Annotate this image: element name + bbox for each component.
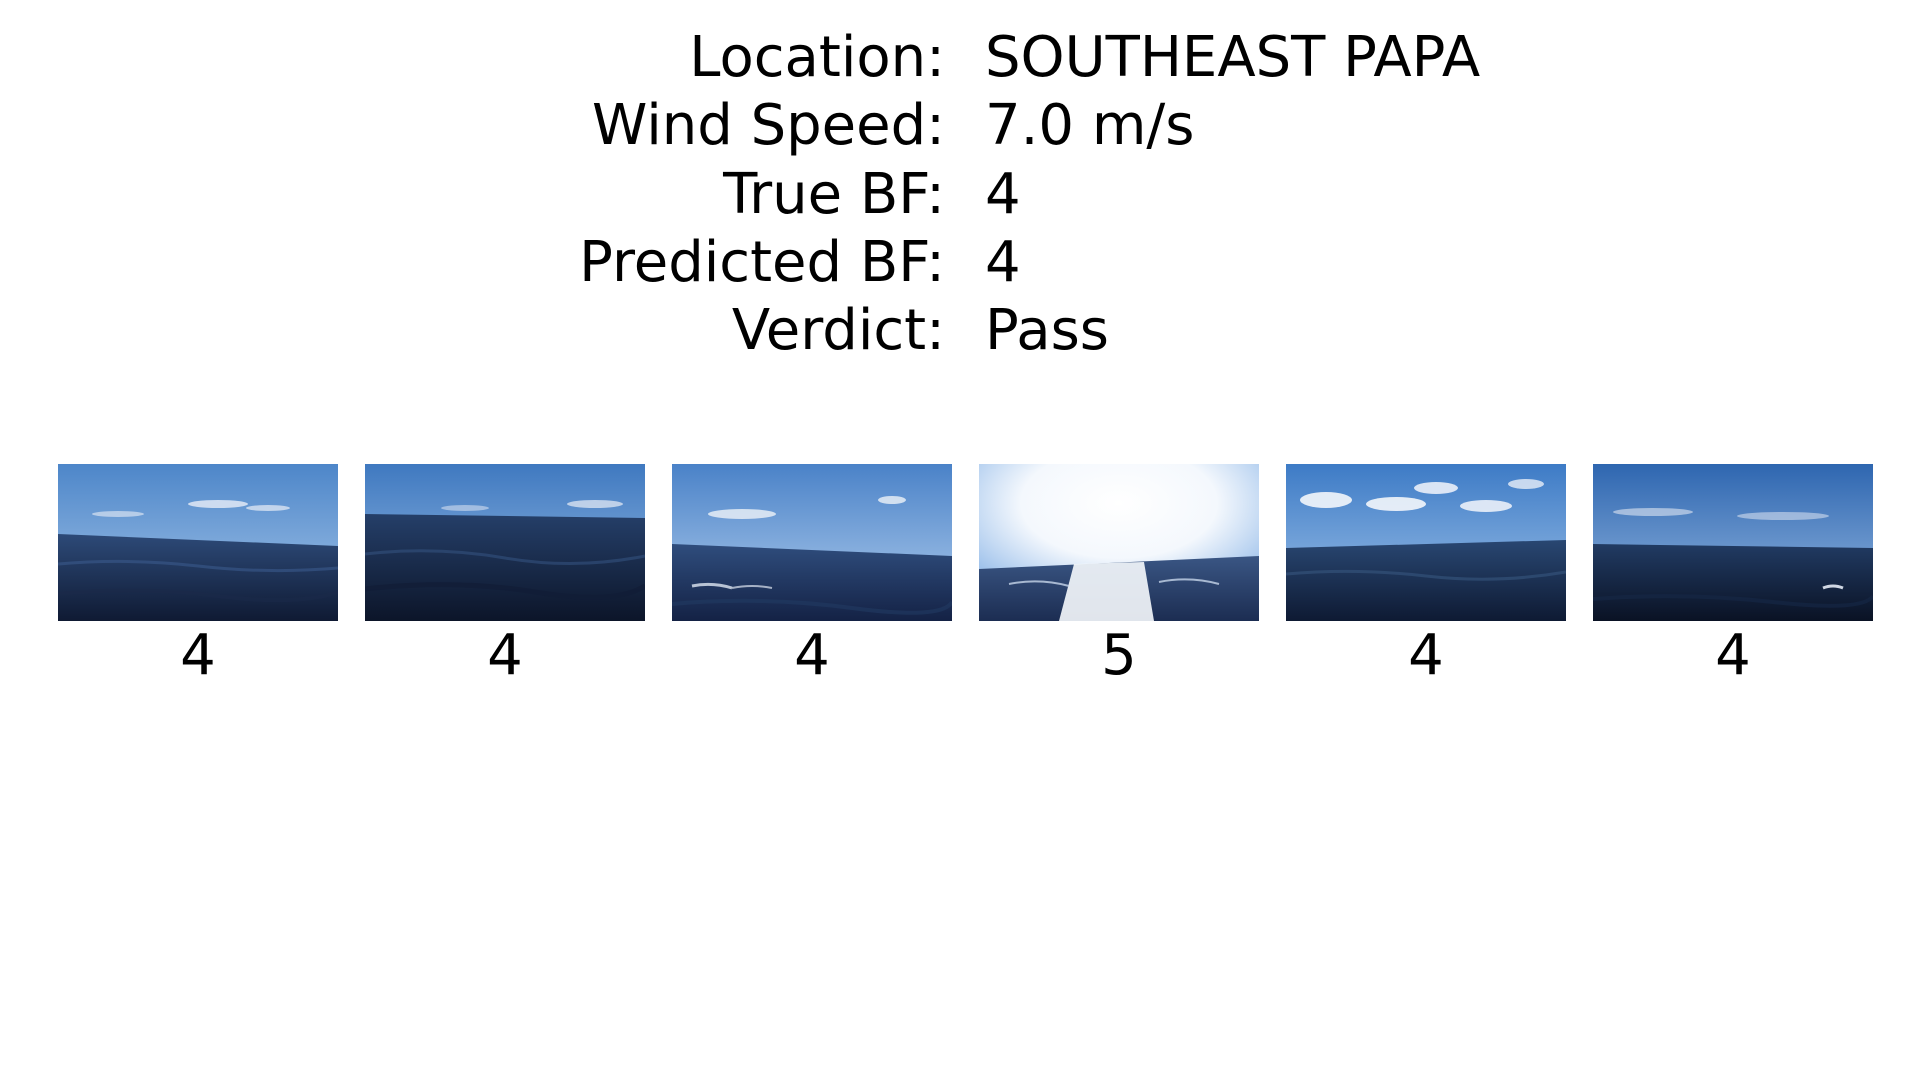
true-bf-row: True BF: 4 bbox=[0, 161, 1920, 229]
ocean-thumbnail-4 bbox=[979, 464, 1259, 621]
thumbnail-2-label: 4 bbox=[487, 623, 523, 688]
thumbnail-5-label: 4 bbox=[1408, 623, 1444, 688]
true-bf-label: True BF: bbox=[723, 162, 945, 227]
ocean-thumbnail-6 bbox=[1593, 464, 1873, 621]
thumbnail-3-label: 4 bbox=[794, 623, 830, 688]
wind-speed-label: Wind Speed: bbox=[592, 93, 945, 158]
location-value: SOUTHEAST PAPA bbox=[985, 25, 1481, 90]
thumbnail-4-label: 5 bbox=[1101, 623, 1137, 688]
predicted-bf-row: Predicted BF: 4 bbox=[0, 229, 1920, 297]
thumbnail-6-label: 4 bbox=[1715, 623, 1751, 688]
ocean-thumbnail-1 bbox=[58, 464, 338, 621]
predicted-bf-label: Predicted BF: bbox=[579, 230, 945, 295]
verdict-row: Verdict: Pass bbox=[0, 297, 1920, 365]
true-bf-value: 4 bbox=[985, 162, 1021, 227]
ocean-thumbnail-2 bbox=[365, 464, 645, 621]
verdict-value: Pass bbox=[985, 298, 1109, 363]
verdict-label: Verdict: bbox=[731, 298, 945, 363]
wind-speed-value: 7.0 m/s bbox=[985, 93, 1195, 158]
predicted-bf-value: 4 bbox=[985, 230, 1021, 295]
ocean-thumbnail-3 bbox=[672, 464, 952, 621]
ocean-thumbnail-5 bbox=[1286, 464, 1566, 621]
thumbnail-1-label: 4 bbox=[180, 623, 216, 688]
location-row: Location: SOUTHEAST PAPA bbox=[0, 24, 1920, 92]
location-label: Location: bbox=[689, 25, 945, 90]
wind-speed-row: Wind Speed: 7.0 m/s bbox=[0, 92, 1920, 160]
